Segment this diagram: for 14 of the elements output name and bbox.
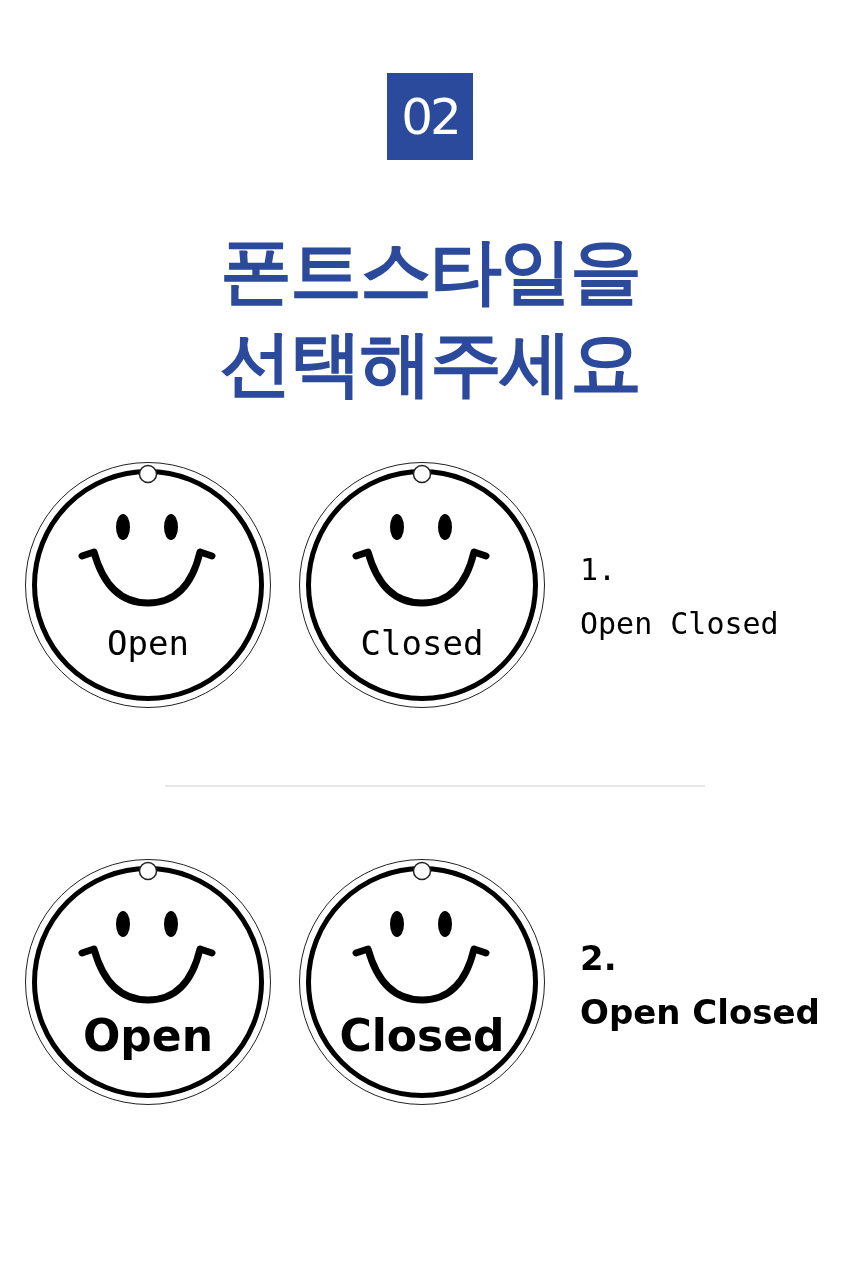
sign-text: Closed xyxy=(360,623,484,664)
round-sign xyxy=(25,859,271,1105)
font-option-label: 1. xyxy=(580,552,617,587)
font-option-label: 2. xyxy=(580,938,617,978)
font-option-label: Open Closed xyxy=(580,992,820,1032)
title: 폰트스타일을 선택해주세요 xyxy=(219,228,641,407)
font-option-label: Open Closed xyxy=(580,606,779,641)
round-sign xyxy=(299,859,545,1105)
number-badge: 02 xyxy=(387,73,473,160)
sign-text: Closed xyxy=(339,1010,505,1063)
round-sign xyxy=(25,462,271,708)
sign-text: Open xyxy=(107,623,189,664)
sign-text: Open xyxy=(82,1010,214,1063)
round-sign xyxy=(299,462,545,708)
